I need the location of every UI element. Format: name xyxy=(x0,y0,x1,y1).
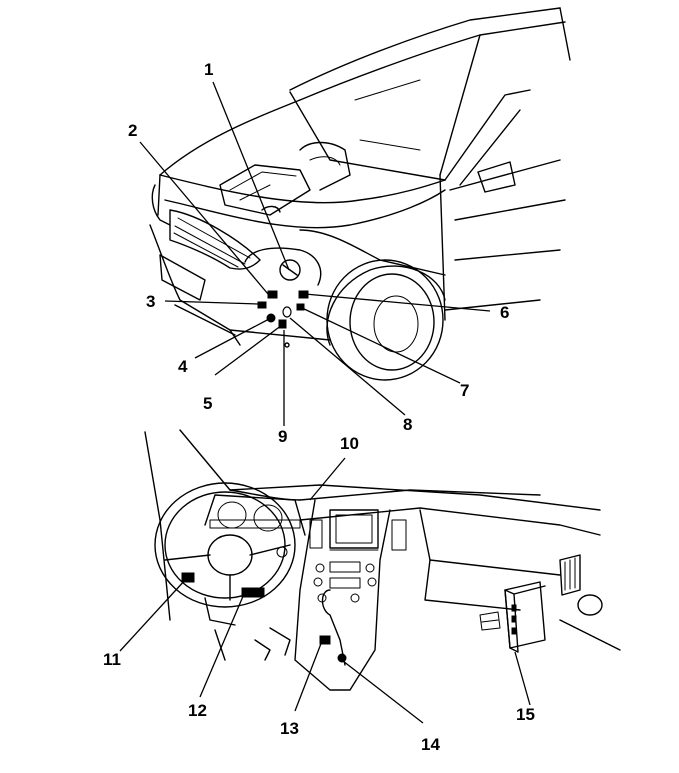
callout-10: 10 xyxy=(340,434,359,453)
callout-7: 7 xyxy=(460,381,469,400)
callout-8: 8 xyxy=(403,415,412,434)
callout-1: 1 xyxy=(204,60,213,79)
vehicle-interior-illustration xyxy=(144,429,621,691)
callout-2: 2 xyxy=(128,121,137,140)
callout-14: 14 xyxy=(421,735,440,754)
callout-4: 4 xyxy=(178,357,188,376)
callout-15: 15 xyxy=(516,705,535,724)
callout-5: 5 xyxy=(203,394,212,413)
callout-6: 6 xyxy=(500,303,509,322)
callout-labels: 1 2 3 4 5 6 7 8 9 10 11 12 13 14 15 xyxy=(103,60,535,754)
callout-11: 11 xyxy=(103,650,121,669)
callout-13: 13 xyxy=(280,719,299,738)
callout-3: 3 xyxy=(146,292,155,311)
vehicle-front-illustration xyxy=(149,7,571,381)
leader-lines xyxy=(119,81,531,724)
callout-12: 12 xyxy=(188,701,207,720)
callout-9: 9 xyxy=(278,427,287,446)
